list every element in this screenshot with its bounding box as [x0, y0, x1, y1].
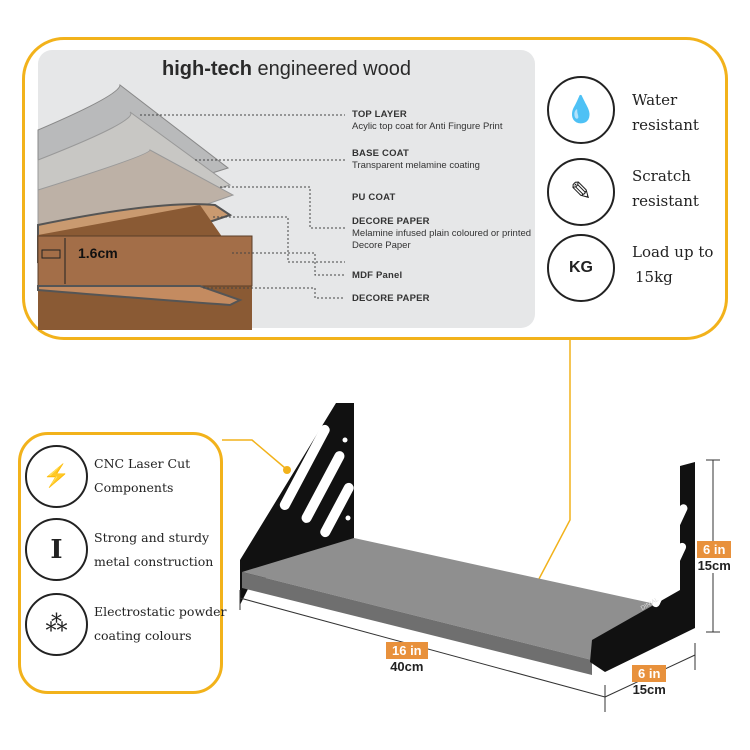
laser-cut-icon: ⚡ [25, 445, 88, 508]
metal-features-frame [18, 432, 223, 694]
title-bold: high-tech [161, 58, 252, 80]
wood-features-frame [22, 37, 728, 340]
thickness-label: 1.6cm [78, 245, 118, 261]
shelf-drawing: DINIAL [240, 403, 695, 675]
water-drop-layers-icon: 💧 [547, 76, 615, 144]
layers-diagram [37, 83, 345, 330]
scratch-icon: ✎ [547, 158, 615, 226]
layer-label: MDF Panel [352, 270, 403, 281]
kg-weight-icon: KG [547, 234, 615, 302]
wood-title: high-tech engineered wood [38, 58, 535, 81]
layer-label: PU COAT [352, 192, 396, 203]
layer-label: DECORE PAPER [352, 293, 430, 304]
metal-beam-icon: I [25, 518, 88, 581]
spray-gun-icon: ⁂ [25, 593, 88, 656]
title-rest: engineered wood [251, 58, 411, 80]
